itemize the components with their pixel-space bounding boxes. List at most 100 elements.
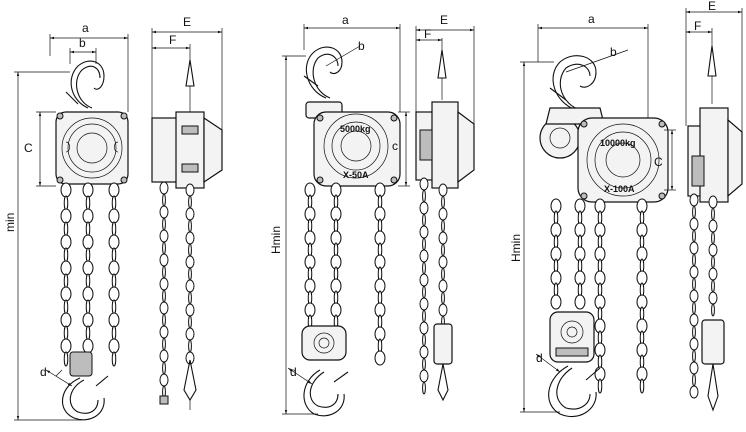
chain-link <box>441 243 445 257</box>
chain-link <box>82 286 94 302</box>
chain-link <box>185 255 195 269</box>
dim-d-label: d <box>536 351 543 365</box>
chain-link <box>692 253 696 267</box>
chain-link <box>692 205 696 219</box>
chain-link <box>711 279 715 293</box>
chain-link <box>711 231 715 245</box>
chain-link <box>597 378 603 394</box>
chain-link <box>162 361 166 375</box>
dim-b-label: b <box>79 36 86 50</box>
chain-link <box>438 303 448 317</box>
chain-link <box>422 381 426 395</box>
chain-link <box>162 289 166 303</box>
chain-link <box>689 241 699 255</box>
chain-link <box>63 273 69 289</box>
chain-link <box>692 325 696 339</box>
chain-link <box>159 301 169 315</box>
chain-link <box>108 286 120 302</box>
chain-link <box>422 189 426 203</box>
hoist-1-chain <box>60 182 120 367</box>
chain-link <box>188 219 192 233</box>
chain-link <box>692 349 696 363</box>
chain-link <box>438 183 448 197</box>
hoist-1-side-view <box>151 59 223 410</box>
chain-link <box>441 219 445 233</box>
dim-min-label: min <box>3 213 17 232</box>
dim-c-upper-label: C <box>654 155 663 169</box>
chain-link <box>419 297 429 311</box>
chain-link <box>438 231 448 245</box>
chain-link <box>108 338 120 354</box>
dim-d-label: d <box>290 365 297 379</box>
chain-link <box>419 201 429 215</box>
chain-link <box>85 221 91 237</box>
chain-link <box>441 195 445 209</box>
chain-link <box>82 182 94 198</box>
chain-link <box>708 267 718 281</box>
hoist-2-dimensions: a b c Hmin d E F <box>269 13 475 415</box>
chain-link <box>159 325 169 339</box>
chain-link <box>111 299 117 315</box>
chain-link <box>159 277 169 291</box>
chain-link <box>63 221 69 237</box>
chain-link <box>188 339 192 353</box>
chain-link <box>422 213 426 227</box>
chain-link <box>188 315 192 329</box>
chain-link <box>188 195 192 209</box>
chain-link <box>689 265 699 279</box>
chain-link <box>162 265 166 279</box>
chain-link <box>82 234 94 250</box>
chain-link <box>159 253 169 267</box>
chain-link <box>422 261 426 275</box>
chain-link <box>63 247 69 263</box>
chain-link <box>550 294 562 310</box>
chain-link <box>60 208 72 224</box>
chain-link <box>162 241 166 255</box>
chain-link <box>162 313 166 327</box>
chain-link <box>422 309 426 323</box>
chain-link <box>419 225 429 239</box>
chain-link <box>689 217 699 231</box>
chain-link <box>419 345 429 359</box>
chain-link <box>419 369 429 383</box>
chain-link <box>188 243 192 257</box>
chain-link <box>574 294 586 310</box>
hoist-3-side-view <box>687 45 743 412</box>
chain-link <box>85 195 91 211</box>
chain-link <box>108 234 120 250</box>
chain-link <box>108 312 120 328</box>
chain-link <box>185 207 195 221</box>
chain-link <box>441 291 445 305</box>
chain-link <box>108 260 120 276</box>
dim-a-label: a <box>588 12 595 26</box>
dim-c-upper-label: C <box>24 141 33 155</box>
hoist-2-capacity-text: 5000kg <box>340 124 371 134</box>
dim-f-label: F <box>694 19 701 33</box>
chain-link <box>111 325 117 341</box>
hoist-3-capacity-text: 10000kg <box>600 138 636 148</box>
hoist-1-front-view <box>55 60 129 421</box>
chain-link <box>82 312 94 328</box>
dim-e-label: E <box>183 15 191 29</box>
chain-link <box>108 182 120 198</box>
hoist-3-front-view: 10000kg X-100A <box>539 55 669 418</box>
dim-hmin-label: Hmin <box>269 226 283 254</box>
chain-link <box>159 373 169 387</box>
chain-link <box>60 234 72 250</box>
chain-link <box>63 195 69 211</box>
chain-link <box>159 349 169 363</box>
chain-link <box>63 325 69 341</box>
chain-link <box>692 277 696 291</box>
chain-link <box>60 338 72 354</box>
chain-link <box>422 237 426 251</box>
hoist-3-dimensions: a b C Hmin d E F <box>509 0 743 413</box>
chain-link <box>108 208 120 224</box>
chain-link <box>85 247 91 263</box>
hoist-2-model-text: X-50A <box>343 170 369 180</box>
dim-hmin-label: Hmin <box>509 234 523 262</box>
dim-c-lower-label: c <box>392 139 398 153</box>
chain-link <box>422 357 426 371</box>
chain-link <box>689 289 699 303</box>
chain-link <box>82 338 94 354</box>
chain-link <box>708 219 718 233</box>
